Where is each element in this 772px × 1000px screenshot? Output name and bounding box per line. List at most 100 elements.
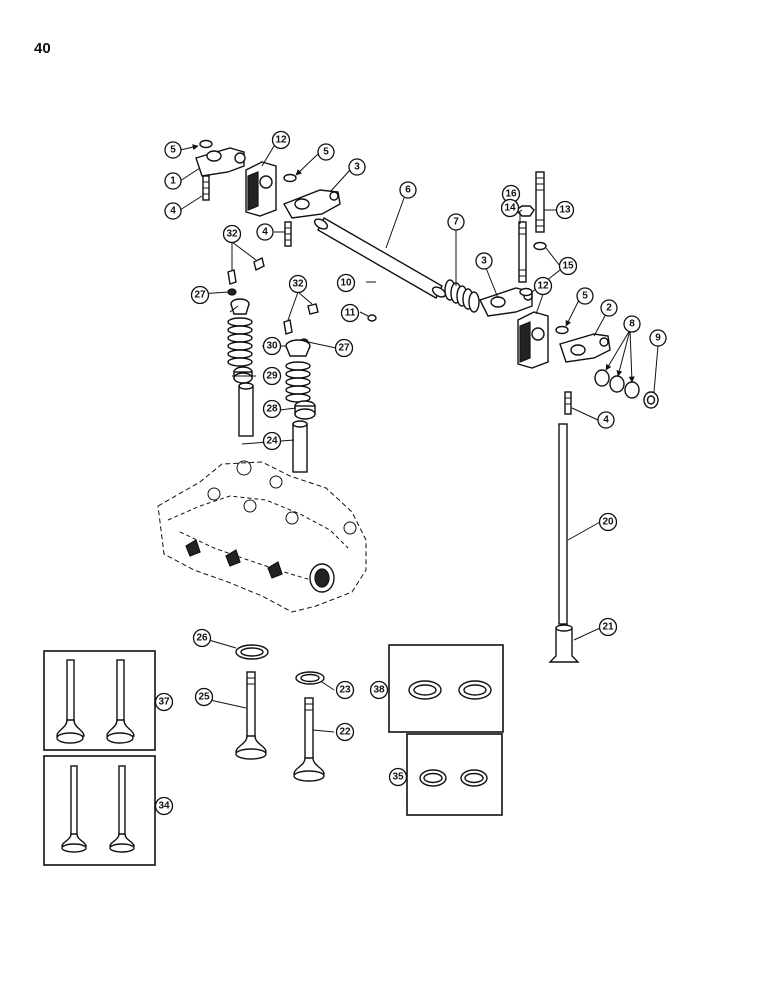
callout-2: 2 [600, 299, 618, 317]
callout-27-right: 27 [334, 338, 354, 358]
svg-text:4: 4 [262, 227, 268, 238]
callout-7: 7 [447, 213, 465, 231]
callout-12-lower: 12 [533, 276, 553, 296]
svg-text:9: 9 [655, 333, 661, 344]
kit-box-34 [43, 755, 156, 866]
rocker-bracket-upper [245, 161, 277, 217]
spring-seat-left [233, 366, 253, 384]
callout-12-upper: 12 [271, 130, 291, 150]
callout-24: 24 [262, 431, 282, 451]
callout-6: 6 [399, 181, 417, 199]
callout-5-top-left: 5 [164, 141, 182, 159]
callout-13: 13 [555, 200, 575, 220]
callout-34: 34 [154, 796, 174, 816]
nut-middle [283, 173, 297, 183]
valve-keepers-left [227, 256, 265, 285]
leader-lines [179, 144, 659, 733]
stud-short [518, 221, 527, 283]
svg-text:24: 24 [266, 436, 278, 447]
valve-guide-right [292, 420, 308, 473]
kit-box-35 [406, 733, 503, 816]
svg-text:35: 35 [392, 772, 404, 783]
callout-11: 11 [340, 303, 360, 323]
oil-tube [365, 273, 382, 305]
callout-21: 21 [598, 617, 618, 637]
svg-text:38: 38 [373, 685, 385, 696]
svg-text:30: 30 [266, 341, 278, 352]
rocker-arm-right [479, 287, 533, 317]
svg-text:5: 5 [323, 147, 329, 158]
svg-text:27: 27 [194, 290, 206, 301]
rocker-arm-left [195, 147, 246, 177]
nut-right [555, 325, 569, 335]
callout-20: 20 [598, 512, 618, 532]
shaft-spring [444, 279, 480, 313]
svg-text:26: 26 [196, 633, 208, 644]
svg-text:11: 11 [345, 308, 356, 319]
rocker-arm-upper [282, 189, 341, 219]
callout-4-right: 4 [597, 411, 615, 429]
rocker-shaft [313, 217, 447, 299]
o-ring [367, 314, 377, 322]
callout-1: 1 [164, 172, 182, 190]
svg-text:29: 29 [266, 371, 278, 382]
callout-15: 15 [558, 256, 578, 276]
adjusting-screw-right [564, 391, 572, 415]
callout-5-right: 5 [576, 287, 594, 305]
svg-text:22: 22 [339, 727, 351, 738]
callout-26: 26 [192, 628, 212, 648]
page-number: 40 [34, 40, 51, 57]
valve-spring-right [285, 361, 311, 403]
adjusting-screw-left [202, 175, 210, 201]
svg-text:3: 3 [481, 256, 487, 267]
callout-3-upper: 3 [348, 158, 366, 176]
callout-38: 38 [369, 680, 389, 700]
svg-text:2: 2 [606, 303, 612, 314]
stud-long [535, 171, 545, 233]
valve-keepers-right [283, 303, 319, 335]
callout-3-right: 3 [475, 252, 493, 270]
svg-text:4: 4 [603, 415, 609, 426]
svg-text:6: 6 [405, 185, 411, 196]
cylinder-head-outline [157, 460, 367, 613]
svg-text:34: 34 [158, 801, 170, 812]
callout-22: 22 [335, 722, 355, 742]
valve-seat-insert-23 [295, 671, 325, 685]
svg-text:1: 1 [170, 176, 176, 187]
svg-text:15: 15 [562, 261, 574, 272]
callout-30: 30 [262, 336, 282, 356]
callout-32-right: 32 [288, 274, 308, 294]
nut-left [199, 139, 213, 149]
callout-37: 37 [154, 692, 174, 712]
rocker-arm-end [559, 333, 611, 363]
svg-text:23: 23 [339, 685, 351, 696]
callout-8: 8 [623, 315, 641, 333]
callout-5-middle: 5 [317, 143, 335, 161]
callout-29: 29 [262, 366, 282, 386]
valve-spring-left [227, 317, 253, 367]
callout-23: 23 [335, 680, 355, 700]
callout-4-middle: 4 [256, 223, 274, 241]
adjusting-screw-middle [284, 221, 292, 247]
svg-text:13: 13 [559, 205, 571, 216]
spring-retainer-right [285, 339, 311, 357]
svg-text:21: 21 [602, 622, 614, 633]
svg-text:27: 27 [338, 343, 350, 354]
svg-text:7: 7 [453, 217, 459, 228]
callout-4-left: 4 [164, 202, 182, 220]
svg-text:12: 12 [537, 281, 549, 292]
kit-box-38 [388, 644, 504, 733]
snap-ring [643, 391, 659, 409]
callout-35: 35 [388, 767, 408, 787]
spring-retainer-left [230, 298, 250, 315]
rocker-bracket-lower [517, 311, 549, 369]
kit-box-37 [43, 650, 156, 751]
push-rod [558, 423, 568, 625]
svg-text:16: 16 [505, 189, 517, 200]
spring-seat-right [294, 400, 316, 420]
svg-text:32: 32 [226, 229, 238, 240]
tappet [548, 624, 580, 663]
callout-25: 25 [194, 687, 214, 707]
callout-28: 28 [262, 399, 282, 419]
